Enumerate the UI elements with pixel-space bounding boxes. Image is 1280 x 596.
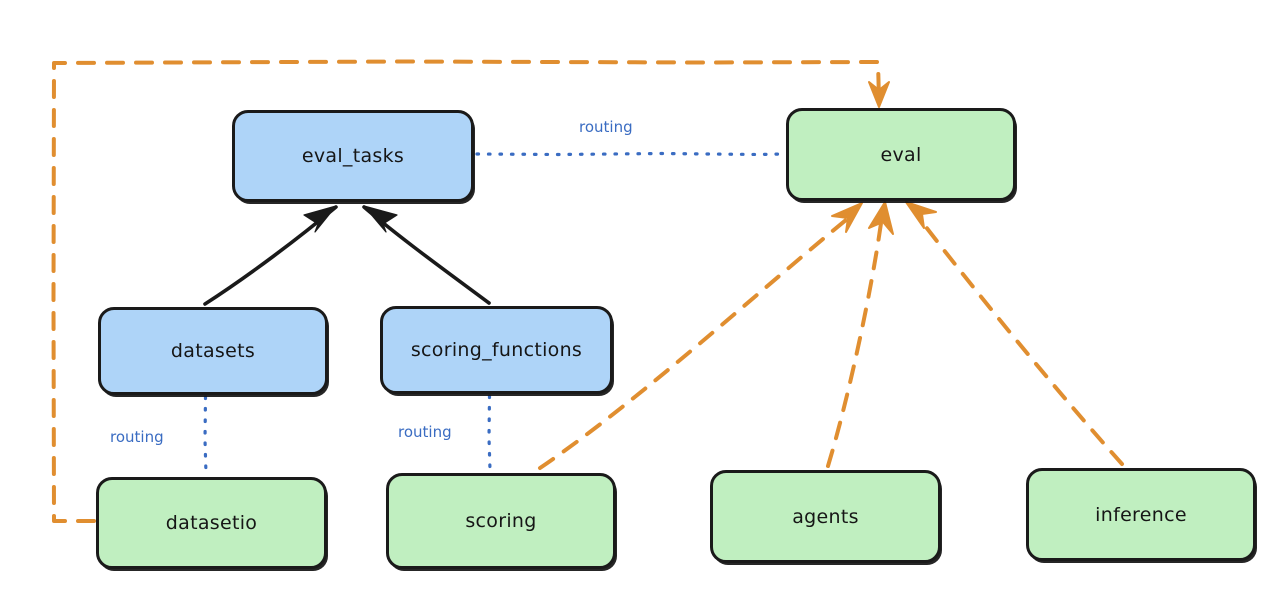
node-label-datasetio: datasetio	[165, 512, 258, 534]
node-datasets[interactable]: datasets	[98, 307, 328, 395]
edge-scoring-functions-to-scoring	[487, 394, 492, 472]
node-eval[interactable]: eval	[786, 108, 1016, 201]
edge-scoring-functions-to-eval-tasks	[362, 205, 491, 305]
node-inference[interactable]: inference	[1026, 468, 1256, 561]
edge-label-routing-scoring-functions: routing	[398, 423, 452, 441]
node-datasetio[interactable]: datasetio	[96, 477, 327, 569]
node-scoring-functions[interactable]: scoring_functions	[380, 306, 613, 394]
node-scoring[interactable]: scoring	[386, 473, 616, 569]
node-label-eval: eval	[880, 143, 922, 166]
node-label-scoring: scoring	[465, 510, 537, 532]
node-agents[interactable]: agents	[710, 470, 941, 563]
edge-label-routing-datasets: routing	[110, 428, 164, 446]
edge-eval-tasks-to-eval	[475, 151, 785, 157]
edge-scoring-to-eval	[538, 202, 863, 470]
edge-datasets-to-eval-tasks	[203, 205, 338, 306]
edge-agents-to-eval	[826, 201, 894, 468]
node-label-scoring-functions: scoring_functions	[410, 339, 583, 361]
edge-datasetio-to-eval	[51, 59, 890, 523]
edge-label-routing-eval-tasks-eval: routing	[579, 118, 633, 136]
node-label-eval-tasks: eval_tasks	[301, 145, 405, 167]
node-label-agents: agents	[792, 505, 859, 528]
node-label-inference: inference	[1095, 503, 1187, 526]
edge-datasets-to-datasetio	[203, 395, 208, 476]
edge-inference-to-eval	[905, 201, 1124, 466]
node-eval-tasks[interactable]: eval_tasks	[232, 110, 474, 202]
node-label-datasets: datasets	[170, 340, 256, 362]
